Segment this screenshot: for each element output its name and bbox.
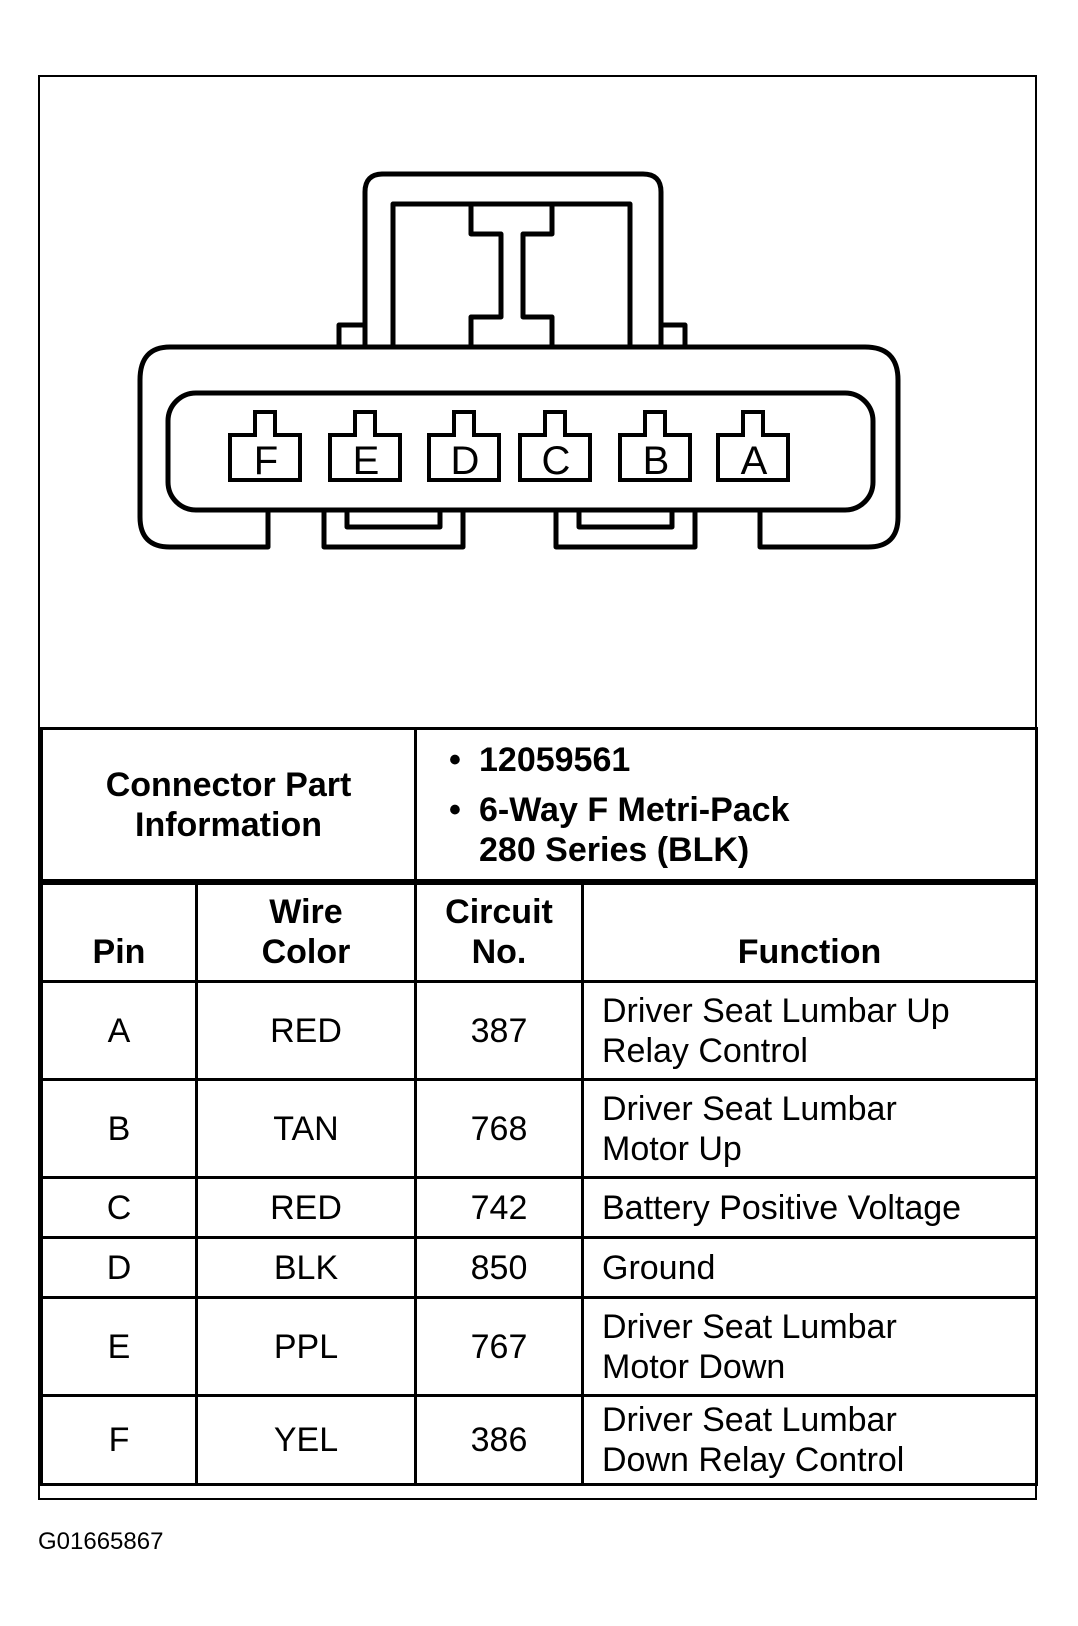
figure-code: G01665867 — [38, 1528, 164, 1555]
pin-terminal-e: E — [328, 410, 402, 483]
bullet-icon: • — [449, 790, 461, 829]
function-line: Driver Seat Lumbar — [602, 1307, 897, 1346]
connector-body — [137, 344, 901, 550]
pin-cell: A — [40, 980, 198, 1081]
pin-cell: E — [40, 1296, 198, 1397]
pin-terminal-d: D — [427, 410, 501, 483]
function-line: Motor Up — [602, 1129, 742, 1168]
part-number: 12059561 — [479, 740, 631, 779]
part-info-label-line1: Connector Part — [105, 765, 352, 804]
part-info-label: Connector Part Information — [40, 727, 417, 882]
function-line: Down Relay Control — [602, 1441, 905, 1479]
function-line: Ground — [602, 1248, 716, 1287]
connector-part-info: Connector Part Information • 12059561 • 6-… — [40, 727, 1038, 882]
pin-label: B — [643, 439, 670, 483]
pin-terminal-b: B — [618, 410, 692, 483]
function-cell: Battery Positive Voltage — [581, 1176, 1038, 1239]
pin-label: F — [254, 439, 278, 483]
pin-label: C — [542, 439, 571, 483]
wire-color-cell: TAN — [195, 1078, 417, 1179]
pin-label: D — [451, 439, 480, 483]
pin-terminal-c: C — [518, 410, 592, 483]
pin-cell: F — [40, 1394, 198, 1486]
pin-label: E — [353, 439, 380, 483]
wire-color-cell: BLK — [195, 1236, 417, 1299]
function-line: Driver Seat Lumbar — [602, 1089, 897, 1128]
wire-color-cell: RED — [195, 1176, 417, 1239]
circuit-cell: 386 — [414, 1394, 584, 1486]
pin-terminal-a: A — [716, 410, 790, 483]
pin-cell: B — [40, 1078, 198, 1179]
function-line: Driver Seat Lumbar Up — [602, 991, 950, 1030]
terminal-cavity — [165, 390, 876, 513]
header-pin: Pin — [40, 882, 198, 983]
function-line: Driver Seat Lumbar — [602, 1401, 897, 1439]
function-cell: Ground — [581, 1236, 1038, 1299]
function-line: Relay Control — [602, 1031, 808, 1070]
header-function: Function — [581, 882, 1038, 983]
pin-terminal-f: F — [228, 410, 302, 483]
wire-color-cell: RED — [195, 980, 417, 1081]
wire-color-cell: PPL — [195, 1296, 417, 1397]
connector-latch — [362, 171, 664, 347]
circuit-cell: 767 — [414, 1296, 584, 1397]
function-line: Battery Positive Voltage — [602, 1188, 962, 1227]
connector-type: 6-Way F Metri-Pack — [479, 790, 790, 829]
wire-color-cell: YEL — [195, 1394, 417, 1486]
function-line: Motor Down — [602, 1347, 786, 1386]
part-info-label-line2: Information — [135, 805, 322, 844]
circuit-cell: 850 — [414, 1236, 584, 1299]
circuit-cell: 387 — [414, 980, 584, 1081]
circuit-cell: 742 — [414, 1176, 584, 1239]
pin-cell: D — [40, 1236, 198, 1299]
part-info-details: • 12059561 • 6-Way F Metri-Pack 280 Series… — [414, 727, 1038, 882]
connector-series: 280 Series (BLK) — [479, 830, 750, 869]
bullet-icon: • — [449, 740, 461, 779]
pin-cell: C — [40, 1176, 198, 1239]
pin-label: A — [741, 439, 768, 483]
circuit-cell: 768 — [414, 1078, 584, 1179]
